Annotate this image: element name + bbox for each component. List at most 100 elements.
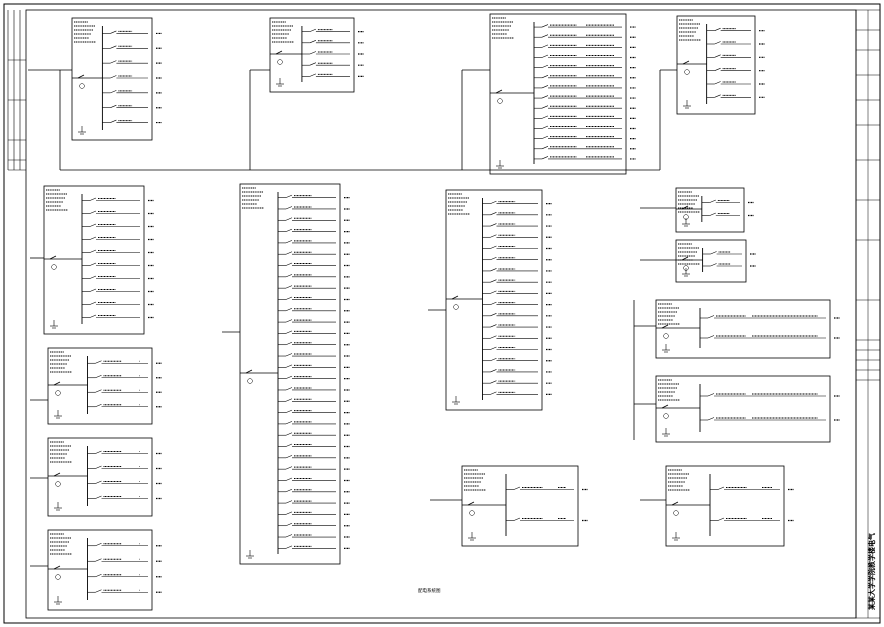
meter-symbol [277, 59, 283, 65]
circuit-breaker-symbol [95, 465, 102, 469]
circuit-breaker-symbol [89, 301, 97, 305]
main-breaker-symbol [77, 74, 85, 79]
circuit-breaker-symbol [707, 315, 715, 319]
panel-p8 [47, 347, 162, 425]
main-breaker-symbol [49, 255, 57, 260]
circuit-breaker-symbol [490, 313, 497, 317]
meter-symbol [469, 510, 475, 516]
meter-symbol [51, 264, 57, 270]
title-block-vertical-title: 某某大学学院教学楼电气 [867, 533, 876, 611]
panel-p2 [269, 17, 364, 93]
circuit-breaker-symbol [285, 296, 293, 300]
circuit-breaker-symbol [285, 330, 293, 334]
meter-symbol [497, 98, 503, 104]
circuit-breaker-symbol [110, 119, 117, 123]
circuit-breaker-symbol [709, 199, 716, 203]
circuit-breaker-symbol [541, 85, 549, 89]
circuit-breaker-symbol [709, 212, 716, 216]
circuit-breaker-symbol [285, 421, 293, 425]
circuit-breaker-symbol [490, 268, 497, 272]
circuit-breaker-symbol [95, 558, 102, 562]
circuit-breaker-symbol [285, 477, 293, 481]
circuit-breaker-symbol [89, 262, 97, 266]
circuit-breaker-symbol [490, 380, 497, 384]
circuit-breaker-symbol [490, 256, 497, 260]
main-breaker-symbol [245, 369, 253, 374]
circuit-breaker-symbol [309, 62, 317, 66]
main-breaker-symbol [681, 205, 689, 210]
circuit-breaker-symbol [285, 285, 293, 289]
circuit-breaker-symbol [285, 206, 293, 210]
main-breaker-symbol [661, 404, 669, 409]
circuit-breaker-symbol [541, 125, 549, 129]
circuit-breaker-symbol [714, 27, 721, 31]
circuit-breaker-symbol [89, 249, 97, 253]
circuit-breaker-symbol [95, 360, 102, 364]
circuit-breaker-symbol [707, 335, 715, 339]
circuit-breaker-symbol [490, 369, 497, 373]
drawing-border [3, 3, 881, 624]
circuit-breaker-symbol [490, 290, 497, 294]
circuit-breaker-symbol [490, 357, 497, 361]
circuit-breaker-symbol [110, 60, 117, 64]
circuit-breaker-symbol [717, 517, 725, 521]
circuit-breaker-symbol [285, 545, 293, 549]
circuit-breaker-symbol [89, 275, 97, 279]
panel-p3 [489, 13, 636, 175]
circuit-breaker-symbol [95, 374, 102, 379]
circuit-breaker-symbol [714, 94, 721, 98]
panel-enclosure [665, 465, 785, 547]
circuit-breaker-symbol [285, 455, 293, 459]
circuit-breaker-symbol [490, 391, 497, 395]
inner-frame [25, 9, 857, 619]
circuit-breaker-symbol [541, 44, 549, 48]
panel-p12 [675, 239, 756, 283]
main-breaker-symbol [53, 565, 61, 570]
main-breaker-symbol [671, 501, 679, 506]
circuit-breaker-symbol [309, 40, 317, 44]
circuit-breaker-symbol [714, 54, 721, 58]
circuit-breaker-symbol [285, 194, 293, 198]
circuit-breaker-symbol [95, 573, 102, 578]
panel-p4 [676, 15, 765, 115]
circuit-breaker-symbol [285, 341, 293, 345]
main-breaker-symbol [53, 381, 61, 386]
panel-p11 [675, 187, 754, 233]
circuit-breaker-symbol [541, 64, 549, 68]
circuit-breaker-symbol [110, 45, 117, 49]
circuit-breaker-symbol [95, 450, 102, 454]
circuit-breaker-symbol [285, 375, 293, 379]
circuit-breaker-symbol [541, 115, 549, 119]
circuit-breaker-symbol [285, 319, 293, 323]
circuit-breaker-symbol [285, 398, 293, 402]
circuit-breaker-symbol [285, 274, 293, 278]
circuit-breaker-symbol [707, 393, 715, 397]
main-breaker-symbol [275, 50, 283, 55]
meter-symbol [684, 69, 690, 75]
circuit-breaker-symbol [285, 511, 293, 515]
circuit-breaker-symbol [285, 262, 293, 266]
circuit-breaker-symbol [95, 495, 102, 499]
circuit-breaker-symbol [490, 245, 497, 249]
circuit-breaker-symbol [490, 335, 497, 339]
circuit-breaker-symbol [541, 135, 549, 139]
circuit-breaker-symbol [110, 104, 117, 108]
panel-enclosure [675, 239, 747, 283]
meter-symbol [55, 390, 61, 396]
meter-symbol [673, 510, 679, 516]
meter-symbol [453, 304, 459, 310]
panel-enclosure [489, 13, 627, 175]
panel-p5 [43, 185, 154, 335]
circuit-breaker-symbol [89, 210, 97, 214]
panel-enclosure [47, 347, 153, 425]
panel-enclosure [269, 17, 355, 93]
panel-enclosure [655, 375, 831, 443]
circuit-breaker-symbol [95, 389, 102, 393]
circuit-breaker-symbol [95, 542, 102, 547]
meter-symbol [247, 378, 253, 384]
circuit-breaker-symbol [285, 432, 293, 436]
panel-p7 [445, 189, 552, 411]
circuit-breaker-symbol [541, 34, 549, 38]
circuit-breaker-symbol [110, 75, 117, 79]
panel-p16 [665, 465, 794, 547]
